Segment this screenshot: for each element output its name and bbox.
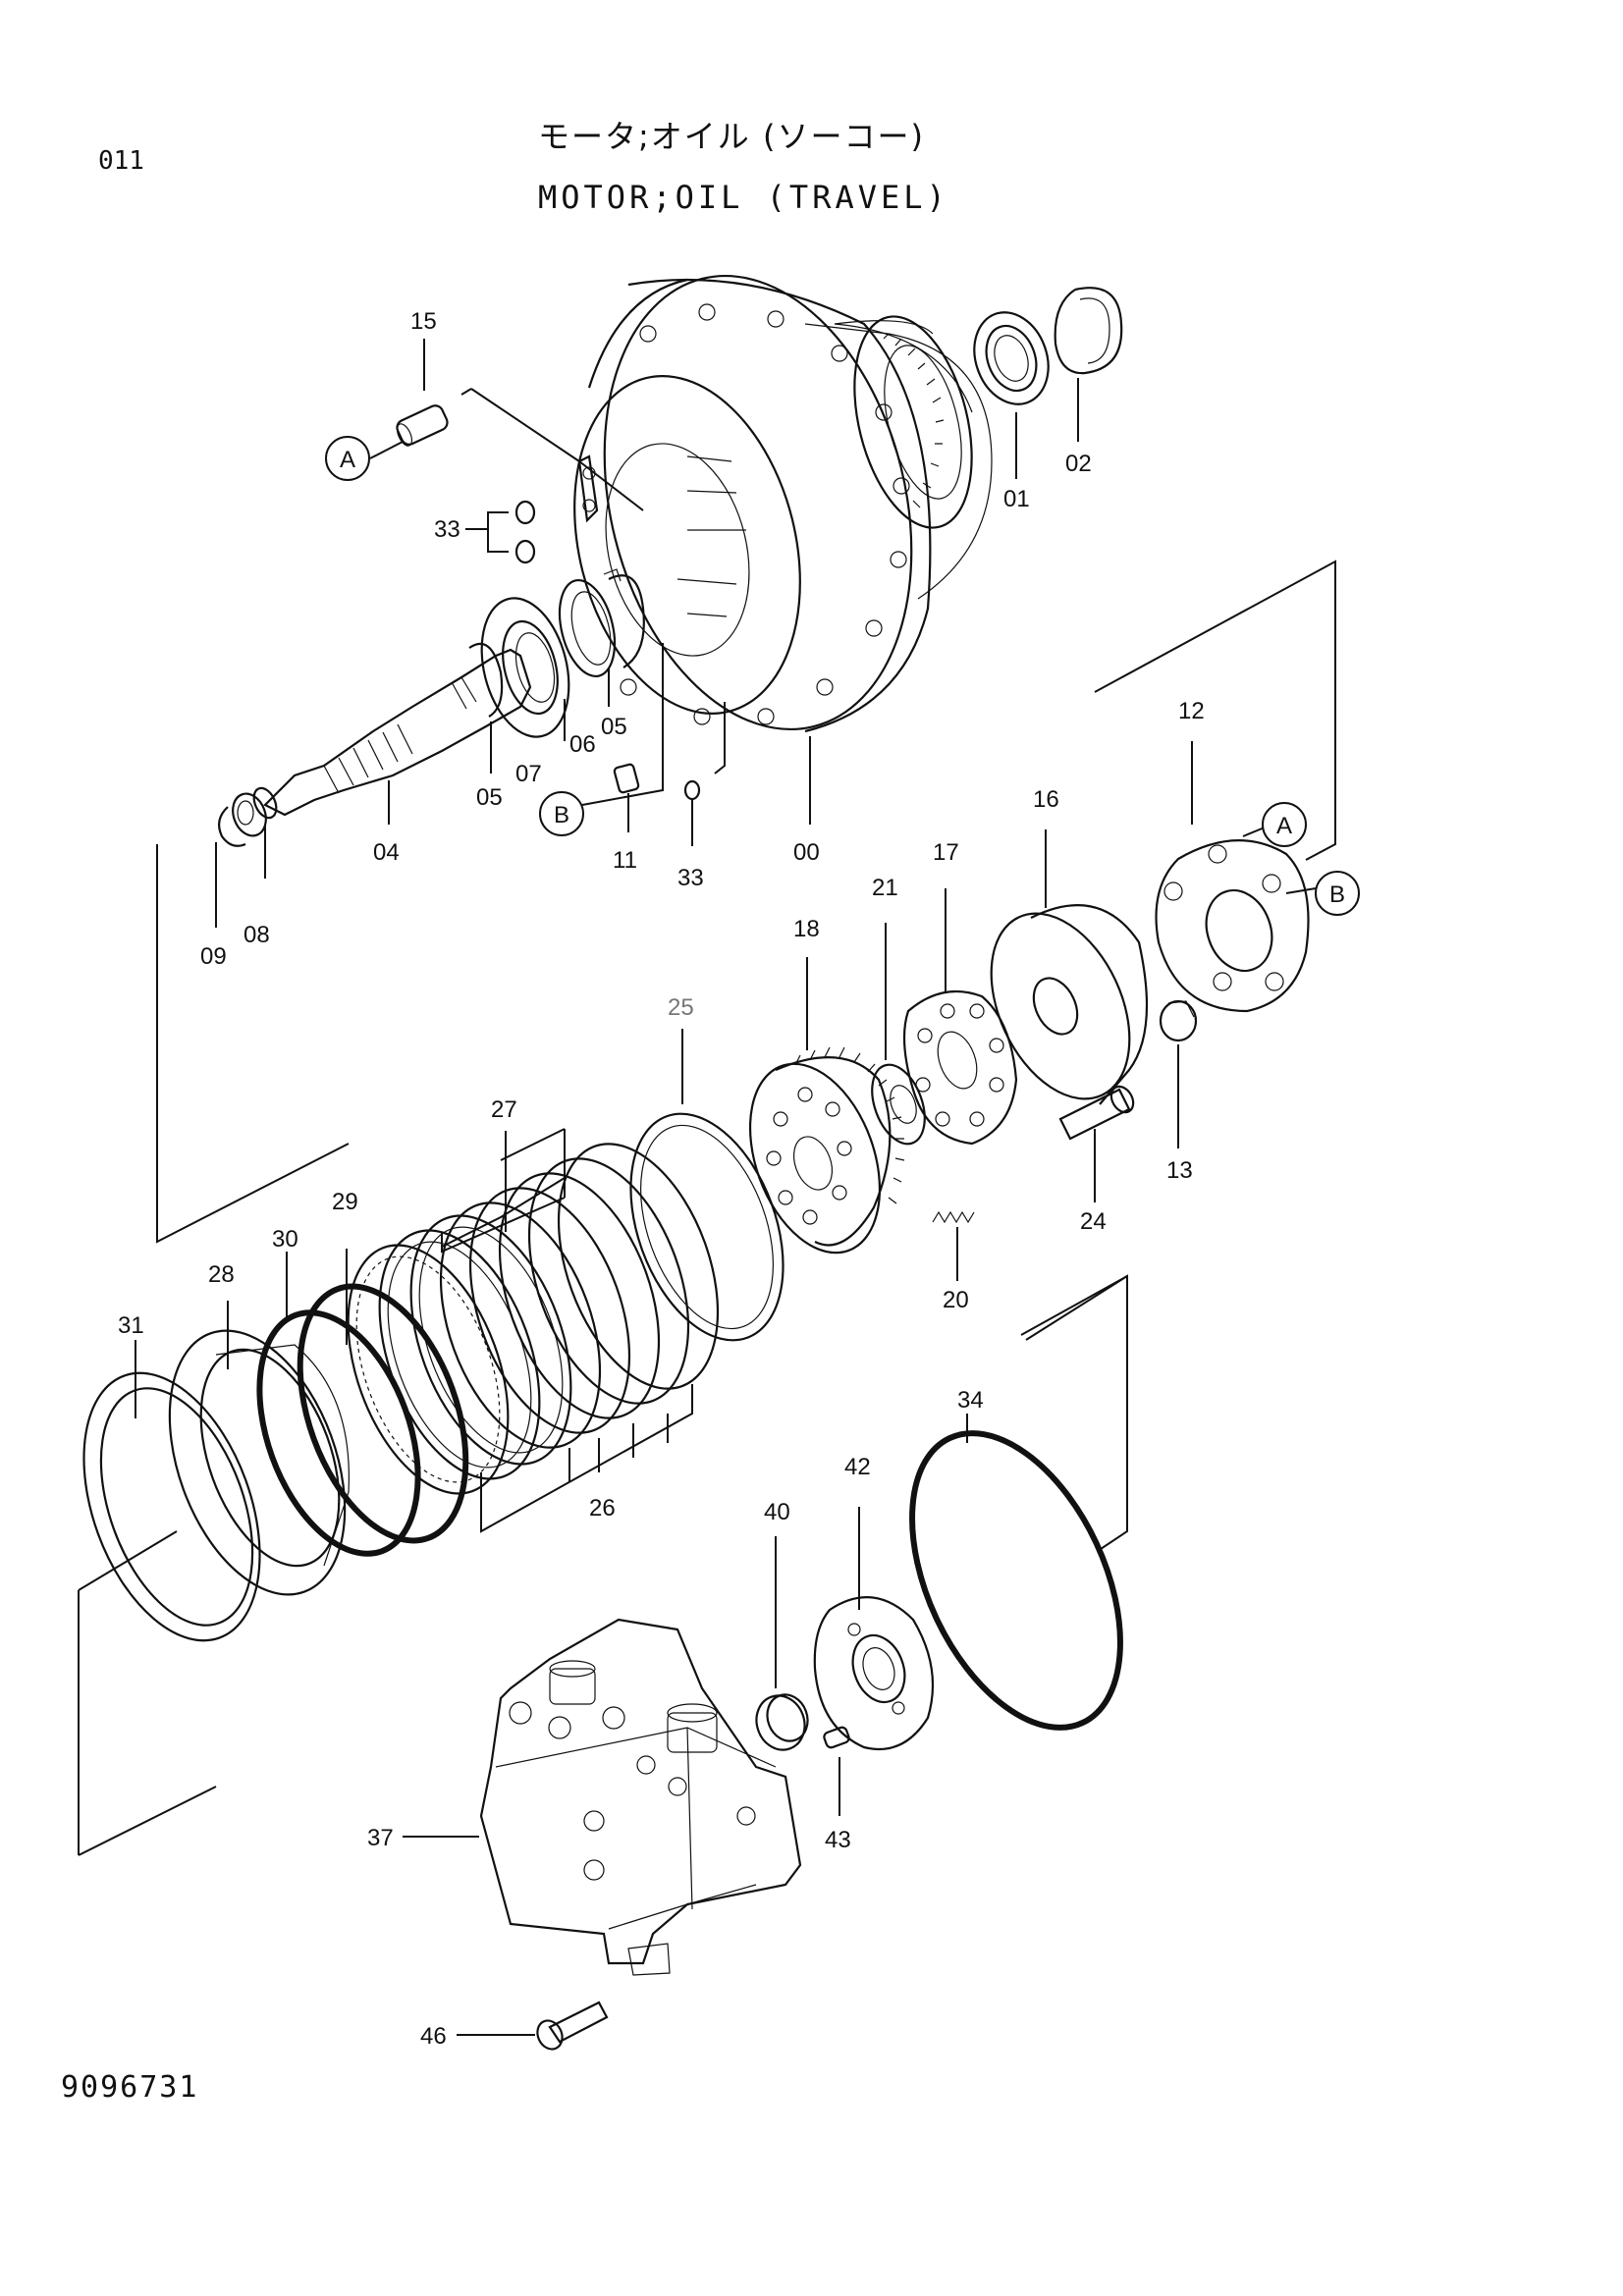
callout-04: 04 <box>373 839 400 866</box>
callout-42: 42 <box>844 1454 871 1480</box>
snap-ring-02 <box>1054 287 1123 375</box>
ring-25 <box>629 1112 784 1342</box>
callout-13: 13 <box>1166 1157 1193 1184</box>
callout-18: 18 <box>793 916 820 942</box>
callout-30: 30 <box>272 1226 298 1253</box>
callout-40: 40 <box>764 1499 790 1525</box>
o-ring-29 <box>297 1283 469 1544</box>
callout-09: 09 <box>200 943 227 970</box>
leader-lines <box>78 339 1336 2036</box>
document-number: 9096731 <box>61 2070 198 2105</box>
ring-31 <box>82 1371 261 1642</box>
callout-17: 17 <box>933 839 959 866</box>
snap-ring-09 <box>217 806 246 847</box>
callout-33-upper: 33 <box>434 516 460 543</box>
plate-12 <box>1155 839 1310 1013</box>
bearing-07 <box>480 597 570 738</box>
valve-plate-17 <box>902 989 1018 1146</box>
callout-24: 24 <box>1080 1208 1107 1235</box>
title-japanese: モータ;オイル (ソーコー) <box>538 118 925 155</box>
callout-28: 28 <box>208 1261 235 1288</box>
bolt-24 <box>1058 1085 1135 1141</box>
piston-28 <box>168 1329 350 1596</box>
callout-43: 43 <box>825 1827 851 1853</box>
o-rings-33 <box>514 500 701 801</box>
callout-00: 00 <box>793 839 820 866</box>
snap-ring-05-upper <box>603 568 645 668</box>
callout-20: 20 <box>943 1287 969 1313</box>
hub-gear <box>834 315 973 529</box>
callout-07: 07 <box>515 761 542 787</box>
callout-16: 16 <box>1033 786 1059 813</box>
callout-12: 12 <box>1178 698 1205 724</box>
callout-05-upper: 05 <box>601 714 627 740</box>
callout-01: 01 <box>1003 486 1030 512</box>
svg-text:A: A <box>340 447 355 473</box>
ref-marker-a-right: A <box>1262 802 1307 847</box>
callout-02: 02 <box>1065 451 1092 477</box>
callout-08: 08 <box>243 922 270 948</box>
collar-08 <box>232 792 267 837</box>
ball-13 <box>1159 999 1198 1042</box>
housing-00 <box>573 275 993 733</box>
bolt-46 <box>536 2001 609 2051</box>
spacer-06 <box>558 578 617 678</box>
callout-33-lower: 33 <box>677 865 704 891</box>
callout-25: 25 <box>668 994 694 1021</box>
pin-43 <box>823 1726 850 1749</box>
o-ring-30 <box>256 1309 421 1557</box>
separator-plates-27 <box>439 1143 720 1449</box>
retainer-21 <box>871 1063 926 1146</box>
ref-marker-a-left: A <box>325 436 370 481</box>
valve-plate-42 <box>813 1596 935 1751</box>
friction-plates-26 <box>347 1214 572 1495</box>
shaft-04 <box>237 648 532 826</box>
svg-text:B: B <box>554 802 569 828</box>
callout-21: 21 <box>872 875 898 901</box>
svg-text:B: B <box>1329 881 1345 908</box>
seal-01 <box>973 311 1050 405</box>
callout-37: 37 <box>367 1825 394 1851</box>
title-english: MOTOR;OIL (TRAVEL) <box>538 179 949 216</box>
o-ring-34 <box>909 1430 1123 1731</box>
ref-marker-b-left: B <box>539 791 584 836</box>
svg-text:A: A <box>1276 813 1292 839</box>
motor-body-37 <box>479 1618 802 1976</box>
callout-26: 26 <box>589 1495 616 1522</box>
callout-27: 27 <box>491 1096 517 1123</box>
pin-11 <box>613 763 640 794</box>
cylinder-block-18 <box>748 1046 905 1255</box>
callout-46: 46 <box>420 2023 447 2050</box>
needle-bearing-40 <box>755 1693 809 1751</box>
callout-34: 34 <box>957 1387 984 1414</box>
page-code: 011 <box>98 146 144 176</box>
snap-ring-05-lower <box>468 642 504 718</box>
callout-11: 11 <box>613 847 637 874</box>
callout-05-lower: 05 <box>476 784 503 811</box>
callout-15: 15 <box>410 308 437 335</box>
callout-06: 06 <box>569 731 596 758</box>
spring-20 <box>932 1210 975 1224</box>
callout-29: 29 <box>332 1189 358 1215</box>
callout-31: 31 <box>118 1312 144 1339</box>
plug-15 <box>396 404 449 447</box>
ref-marker-b-right: B <box>1315 871 1360 916</box>
